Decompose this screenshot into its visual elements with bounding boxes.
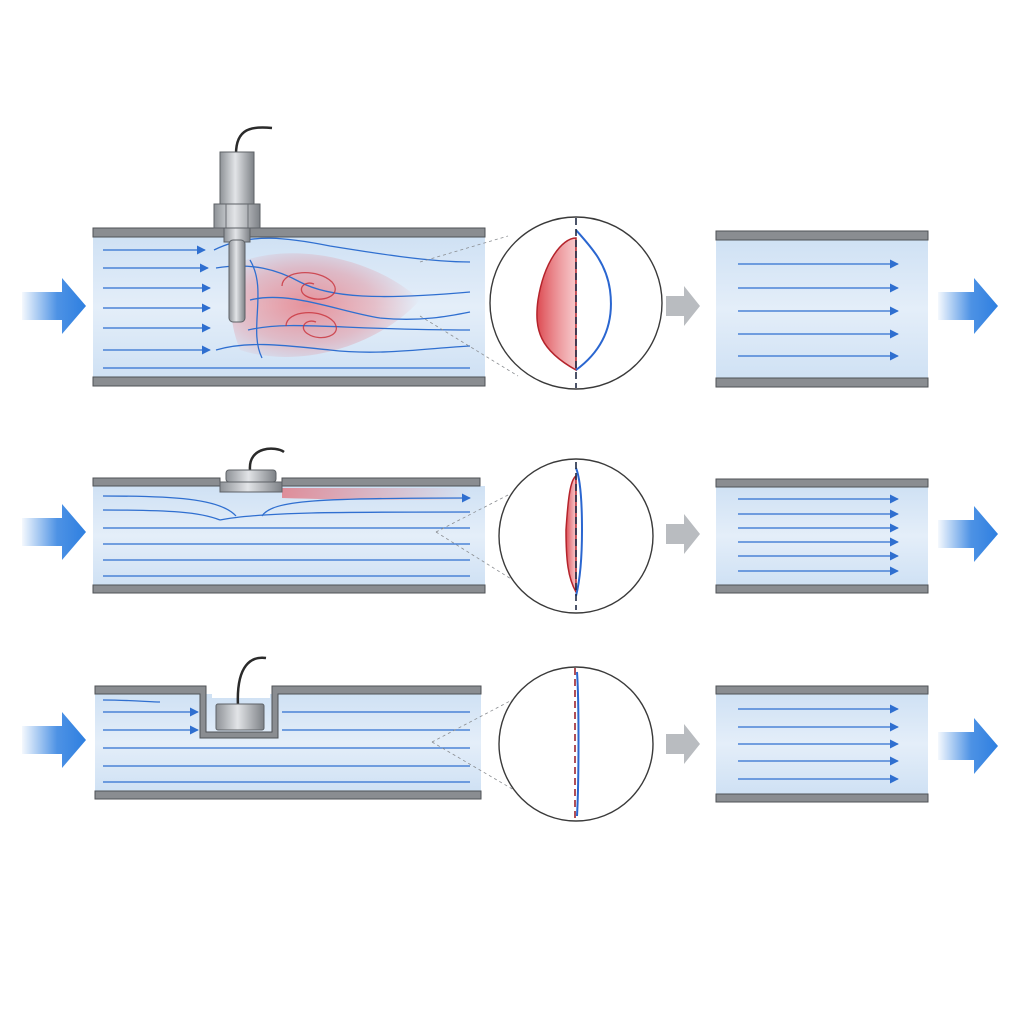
- pipe-bottom-wall: [715, 584, 929, 594]
- pipe-water: [716, 487, 928, 585]
- transition-arrow: [666, 286, 700, 326]
- transition-arrow: [666, 514, 700, 554]
- streamlines: [738, 704, 899, 784]
- sensor-body: [219, 151, 255, 205]
- streamlines: [738, 259, 899, 361]
- streamline: [102, 495, 237, 517]
- sensor-face: [219, 481, 283, 493]
- panel-protruding-probe: [22, 126, 998, 390]
- sensor-probe-shaft: [228, 239, 246, 323]
- inset-circle: [498, 666, 654, 822]
- pipe-top-wall: [281, 477, 481, 487]
- panel-surface-mount-sensor: [22, 447, 998, 614]
- profile-blue-curve: [575, 229, 612, 371]
- zoom-leader: [419, 315, 519, 377]
- sensor-cable: [248, 447, 285, 471]
- pipe-water: [716, 239, 928, 379]
- pipe-bottom-wall: [92, 376, 486, 387]
- outlet-arrow: [938, 718, 998, 774]
- streamline: [247, 324, 471, 331]
- streamlines: [738, 494, 899, 576]
- velocity-profile-inset: [498, 458, 654, 614]
- sensor-housing: [225, 469, 277, 483]
- profile-blue-curve: [576, 671, 580, 817]
- pipe-top-wall-recessed: [94, 685, 482, 739]
- streamline: [261, 493, 471, 517]
- inlet-arrow: [22, 278, 86, 334]
- pipe-top-wall: [92, 477, 221, 487]
- pipe-top-wall: [715, 685, 929, 695]
- streamline: [102, 699, 161, 703]
- eddy: [285, 311, 337, 339]
- recess-water: [212, 686, 270, 698]
- pipe-top-wall: [92, 227, 486, 238]
- sensor-body: [215, 703, 265, 731]
- pipe-bottom-wall: [715, 377, 929, 388]
- zoom-leader: [435, 493, 511, 533]
- outlet-arrow: [938, 278, 998, 334]
- streamlines: [103, 237, 471, 369]
- recessed-sensor: [215, 656, 267, 731]
- velocity-profile-inset: [498, 666, 654, 822]
- eddy: [281, 271, 336, 300]
- transition-arrow: [666, 724, 700, 764]
- streamlines: [102, 699, 470, 783]
- pipe-top-wall: [715, 230, 929, 241]
- streamline: [219, 511, 471, 521]
- panel-recessed-sensor: [22, 656, 998, 822]
- zoom-leaders: [431, 699, 515, 791]
- pipe-water: [95, 694, 481, 792]
- outlet-arrow: [938, 506, 998, 562]
- protruding-probe-sensor: [213, 126, 273, 323]
- inlet-arrow: [22, 712, 86, 768]
- velocity-profile-inset: [489, 216, 663, 390]
- streamline: [215, 343, 471, 353]
- pipe-bottom-wall: [94, 790, 482, 800]
- zoom-leader: [435, 531, 517, 583]
- pipe-bottom-wall: [92, 584, 486, 594]
- streamline: [215, 265, 471, 298]
- sensor-cable: [236, 656, 267, 707]
- profile-red-area: [536, 237, 577, 372]
- inlet-arrow: [22, 504, 86, 560]
- sensor-cable: [234, 126, 273, 155]
- zoom-leaders: [435, 493, 517, 583]
- eddies: [281, 271, 337, 339]
- profile-red-area: [565, 474, 577, 595]
- streamlines: [102, 493, 471, 577]
- zoom-leader: [431, 741, 515, 791]
- profile-blue-curve: [575, 467, 584, 597]
- surface-mount-sensor: [219, 447, 285, 493]
- pipe-water: [93, 486, 485, 586]
- streamline: [102, 509, 221, 521]
- streamline: [249, 296, 471, 320]
- turbulence-streak: [282, 488, 470, 500]
- sensor-nut: [213, 203, 261, 229]
- pipe-bottom-wall: [715, 793, 929, 803]
- zoom-leaders: [419, 235, 519, 377]
- pipe-top-wall: [715, 478, 929, 488]
- streamline: [249, 259, 263, 359]
